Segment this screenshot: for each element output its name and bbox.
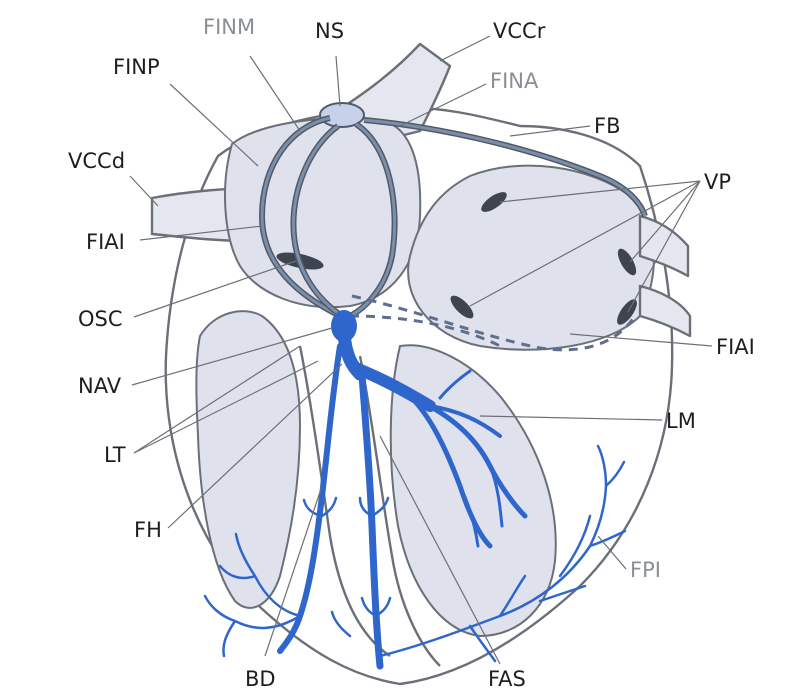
leader-vccd: [130, 176, 158, 206]
leader-ns: [336, 56, 340, 106]
label-fas: FAS: [488, 667, 526, 691]
left-ventricle: [391, 345, 556, 636]
label-fiai-left: FIAI: [86, 230, 125, 254]
heart-diagram: FINM NS VCCr FINP FINA FB VCCd VP FIAI O…: [0, 16, 798, 691]
label-fina: FINA: [490, 69, 539, 93]
right-atrium: [225, 118, 420, 307]
label-lt: LT: [104, 443, 126, 467]
label-vccd: VCCd: [68, 149, 125, 173]
heart-conduction-svg: FINM NS VCCr FINP FINA FB VCCd VP FIAI O…: [0, 16, 798, 691]
label-fb: FB: [594, 114, 621, 138]
label-vccr: VCCr: [493, 19, 546, 43]
label-nav: NAV: [78, 374, 122, 398]
label-fiai-right: FIAI: [716, 335, 755, 359]
label-fh: FH: [134, 518, 162, 542]
pulmonary-vein-stub-lower: [640, 286, 690, 336]
label-bd: BD: [245, 667, 276, 691]
label-ns: NS: [315, 19, 344, 43]
leader-finm: [250, 56, 300, 131]
label-osc: OSC: [78, 307, 123, 331]
label-finp: FINP: [113, 55, 160, 79]
heart-anatomy: [152, 44, 690, 684]
label-finm: FINM: [203, 16, 255, 39]
label-vp: VP: [704, 170, 731, 194]
label-lm: LM: [666, 409, 696, 433]
septal-twigs: [332, 498, 390, 636]
leader-vccr: [440, 36, 490, 61]
leader-finp: [170, 84, 258, 166]
label-fpi: FPI: [630, 558, 661, 582]
leader-fpi: [598, 536, 626, 569]
